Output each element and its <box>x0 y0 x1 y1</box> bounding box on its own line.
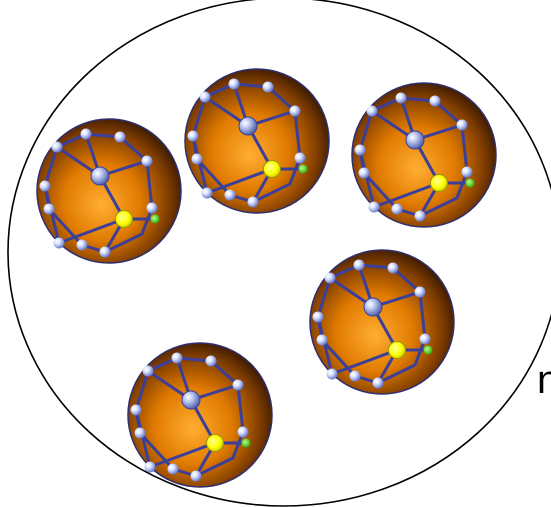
molecule-unit-3 <box>352 83 496 227</box>
molecule-unit-4 <box>310 250 454 394</box>
side-label-n: n <box>537 360 551 400</box>
molecule-unit-1 <box>37 119 181 263</box>
molecule-unit-5 <box>128 343 272 487</box>
molecule-unit-2 <box>185 69 329 213</box>
